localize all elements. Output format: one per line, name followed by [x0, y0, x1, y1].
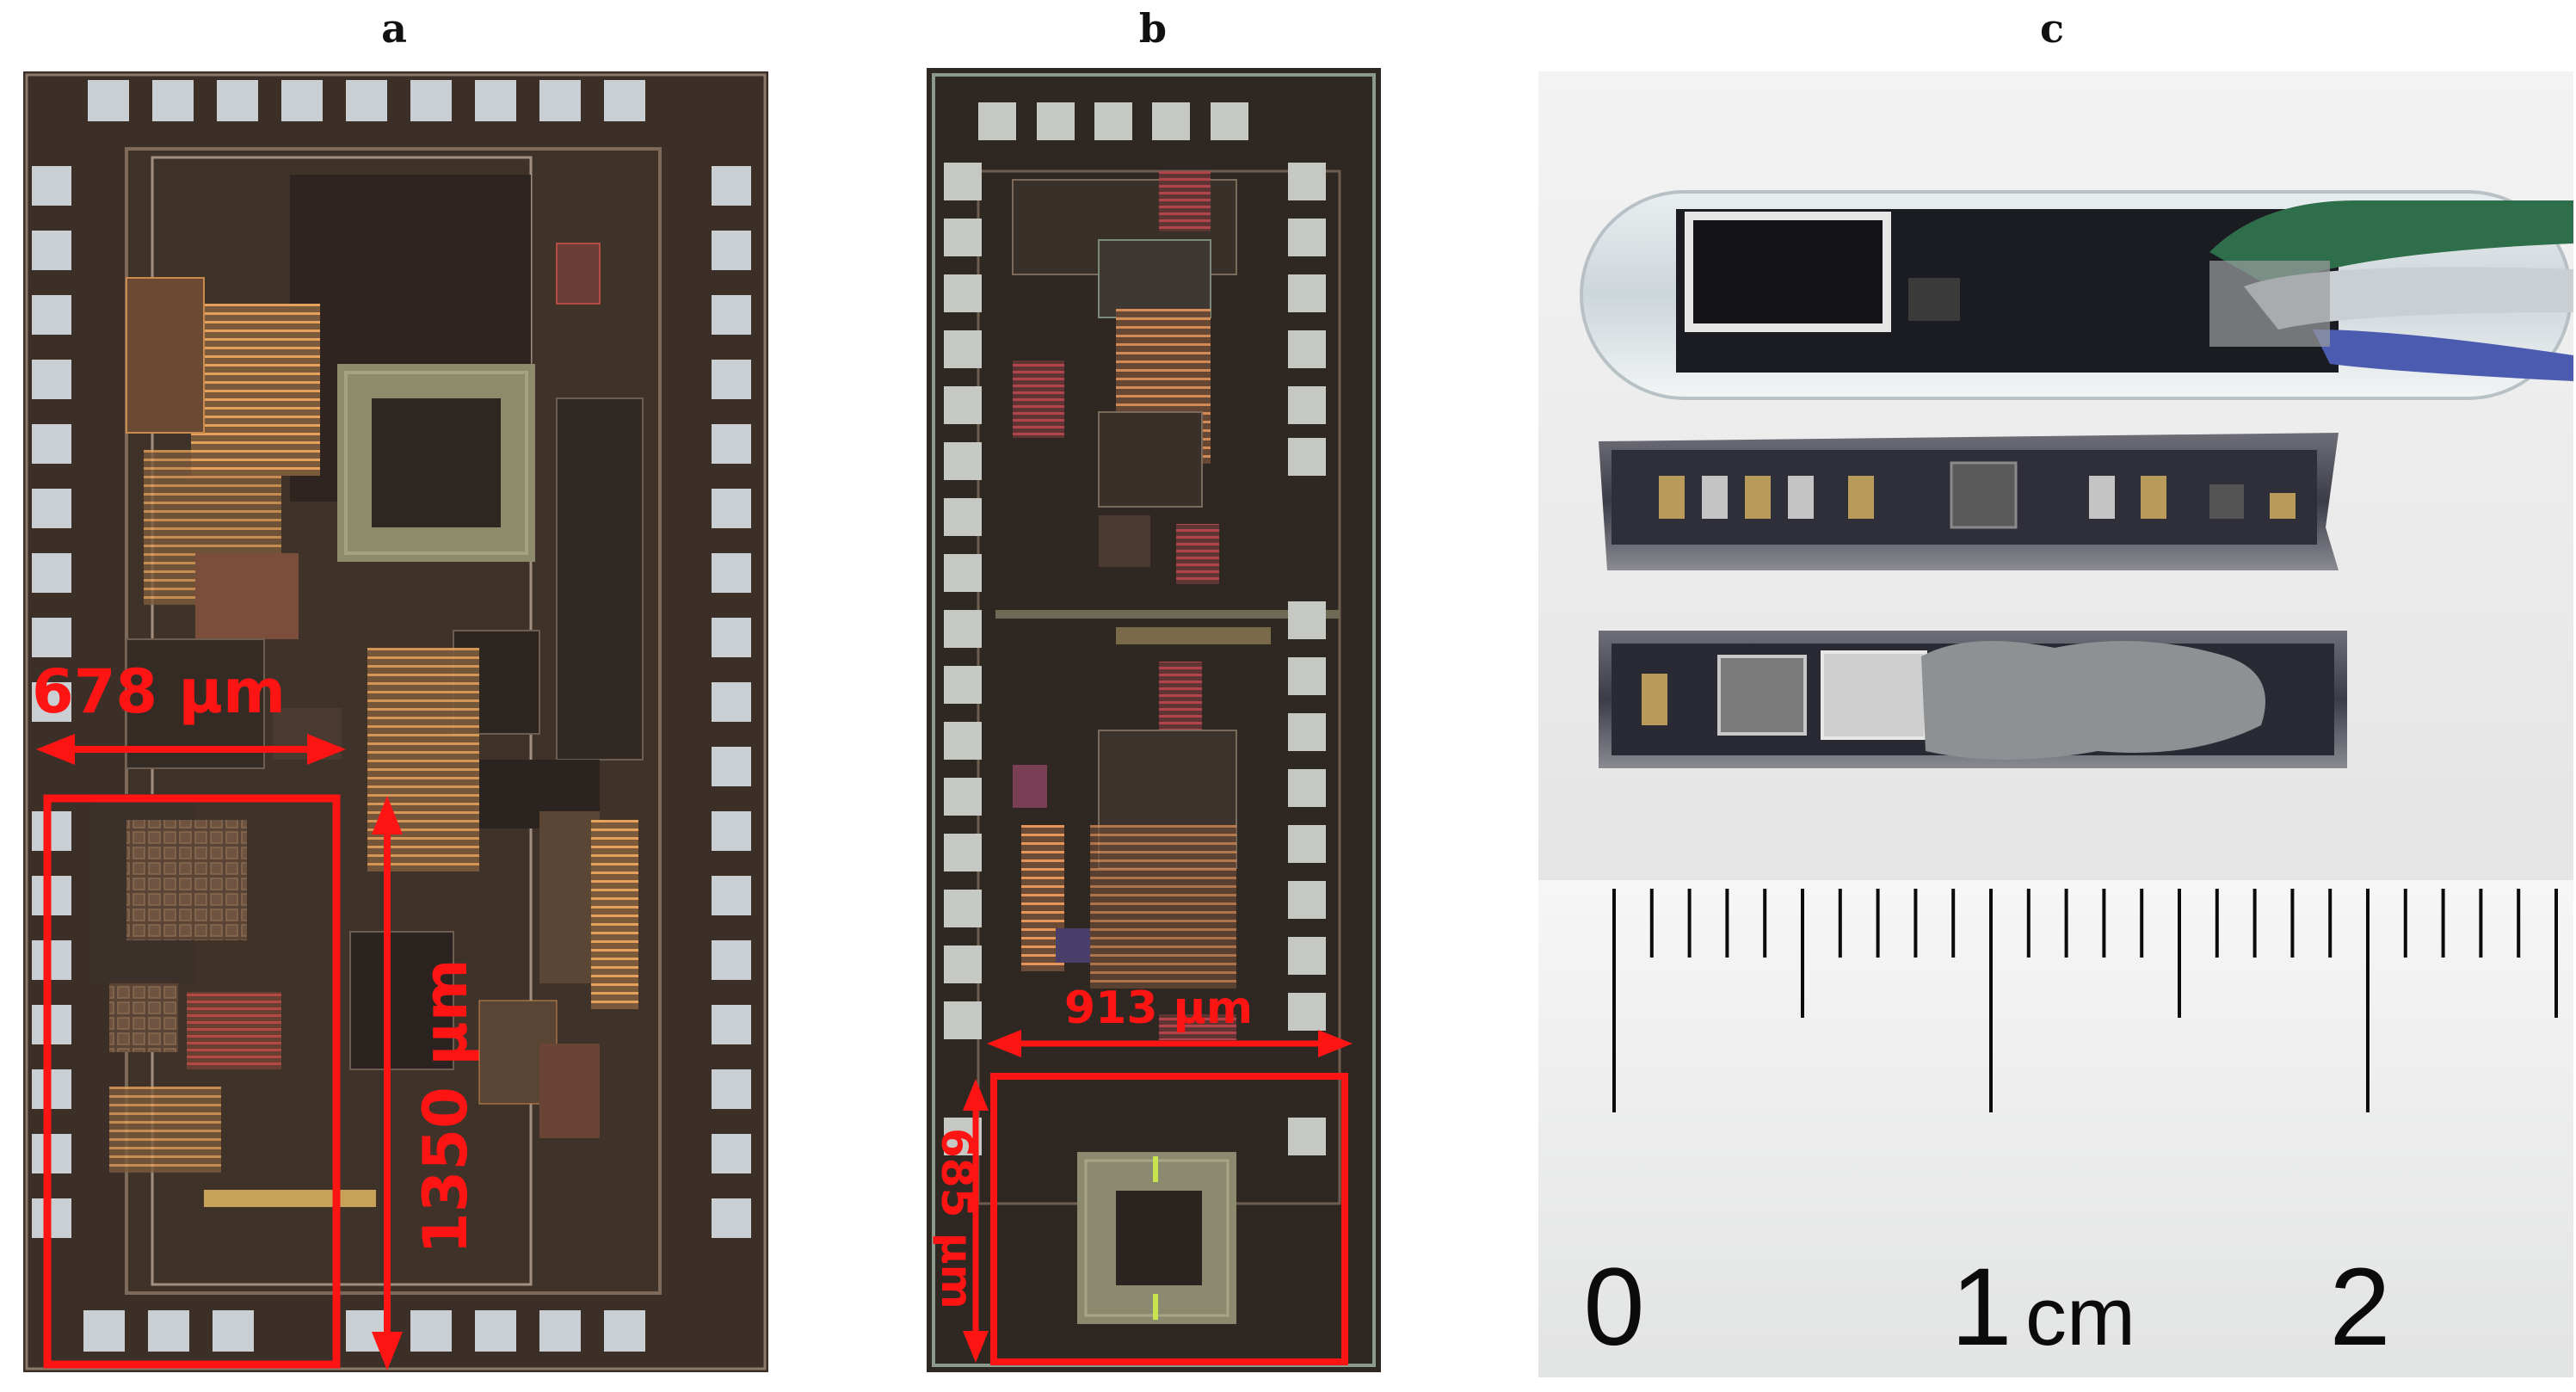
annotation-box-a — [43, 794, 341, 1369]
bond-pads-top — [88, 80, 645, 121]
ruler-unit: cm — [2025, 1271, 2135, 1363]
glass-capsule-device — [1580, 190, 2573, 400]
ruler-label-0: 0 — [1583, 1246, 1644, 1369]
bond-pads-bottom — [83, 1310, 645, 1352]
height-label-a: 1350 µm — [410, 958, 481, 1254]
annotation-box-b — [990, 1073, 1348, 1365]
inductor-a — [337, 364, 535, 562]
height-label-b: 685 µm — [932, 1128, 982, 1309]
ruler-label-1: 1 — [1950, 1246, 2012, 1369]
width-label-b: 913 µm — [1064, 982, 1253, 1034]
panel-label-c: c — [2039, 5, 2064, 52]
width-arrow-b — [987, 1030, 1353, 1057]
width-arrow-a — [36, 734, 346, 765]
height-arrow-b — [963, 1079, 989, 1363]
width-label-a: 678 µm — [32, 656, 286, 727]
bond-pads-right — [712, 166, 751, 1238]
panel-c-device-photo: 0 1 cm 2 — [1538, 71, 2573, 1377]
panel-b-chip-micrograph: 913 µm 685 µm — [927, 68, 1381, 1372]
bond-pads-right — [1288, 163, 1326, 1155]
panel-a-chip-micrograph: 678 µm 1350 µm — [23, 71, 768, 1372]
ruler: 0 1 cm 2 — [1538, 880, 2573, 1377]
inductor-b — [1077, 1152, 1236, 1324]
pcb-board-sensor-encapsulated — [1599, 631, 2347, 768]
panel-label-a: a — [381, 5, 407, 52]
bond-pads-top — [978, 102, 1248, 140]
height-arrow-a — [372, 796, 403, 1370]
circuit-block — [191, 304, 320, 476]
bond-pads-left — [32, 166, 71, 1238]
capacitor-array — [126, 820, 247, 940]
panel-label-b: b — [1138, 5, 1168, 52]
pcb-board-components — [1599, 433, 2339, 570]
ruler-label-2: 2 — [2329, 1246, 2390, 1369]
